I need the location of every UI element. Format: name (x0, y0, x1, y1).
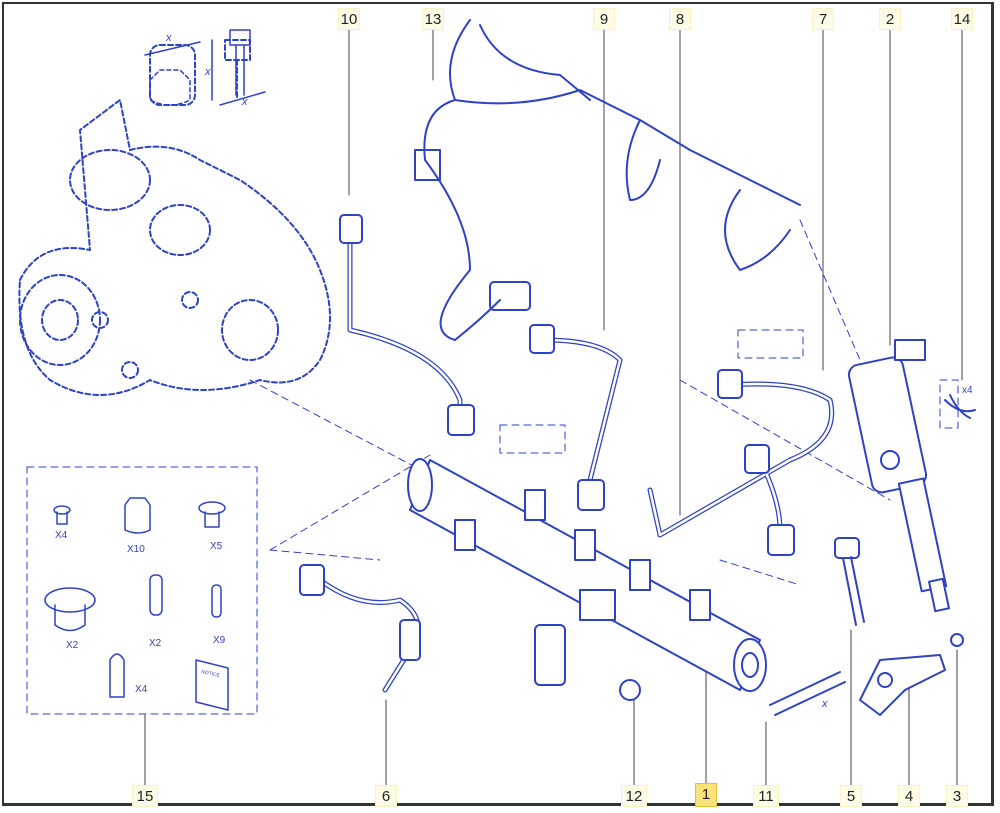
callout-7[interactable]: 7 (812, 8, 834, 30)
callout-1[interactable]: 1 (695, 783, 717, 807)
leader-lines (144, 29, 963, 787)
kit-qty: X2 (149, 638, 162, 649)
stud (769, 671, 846, 716)
callout-10[interactable]: 10 (338, 8, 360, 30)
wiring-harness (414, 19, 801, 341)
callout-14[interactable]: 14 (951, 8, 973, 30)
clamp (859, 654, 946, 716)
callout-6[interactable]: 6 (375, 785, 397, 807)
fuel-rail (407, 458, 767, 701)
fasteners (144, 29, 266, 106)
callout-5[interactable]: 5 (840, 785, 862, 807)
callout-9[interactable]: 9 (593, 8, 615, 30)
dimension-label: x (242, 96, 248, 108)
injector (847, 339, 950, 613)
callout-3[interactable]: 3 (946, 785, 968, 807)
kit-items (44, 497, 229, 711)
pipe-nuts (299, 214, 795, 661)
kit-qty: X2 (66, 640, 79, 651)
washer (950, 633, 964, 647)
clip-quantity: x4 (962, 385, 973, 396)
kit-qty: X5 (210, 541, 223, 552)
callout-8[interactable]: 8 (669, 8, 691, 30)
kit-qty: X10 (127, 544, 145, 555)
high-pressure-pump (18, 39, 331, 396)
callout-13[interactable]: 13 (422, 8, 444, 30)
dimension-label: x (205, 66, 211, 78)
dimension-label: x (166, 32, 172, 44)
clip (944, 394, 976, 419)
kit-qty: X4 (135, 684, 148, 695)
bolt (834, 537, 865, 626)
association-lines (26, 219, 959, 715)
callout-4[interactable]: 4 (898, 785, 920, 807)
kit-qty: X9 (213, 635, 226, 646)
callout-15[interactable]: 15 (132, 785, 158, 807)
kit-qty: X4 (55, 530, 68, 541)
dimension-label: x (822, 698, 828, 710)
pipes-inner (318, 228, 833, 692)
callout-11[interactable]: 11 (753, 785, 779, 807)
callout-12[interactable]: 12 (621, 785, 647, 807)
callout-2[interactable]: 2 (879, 8, 901, 30)
